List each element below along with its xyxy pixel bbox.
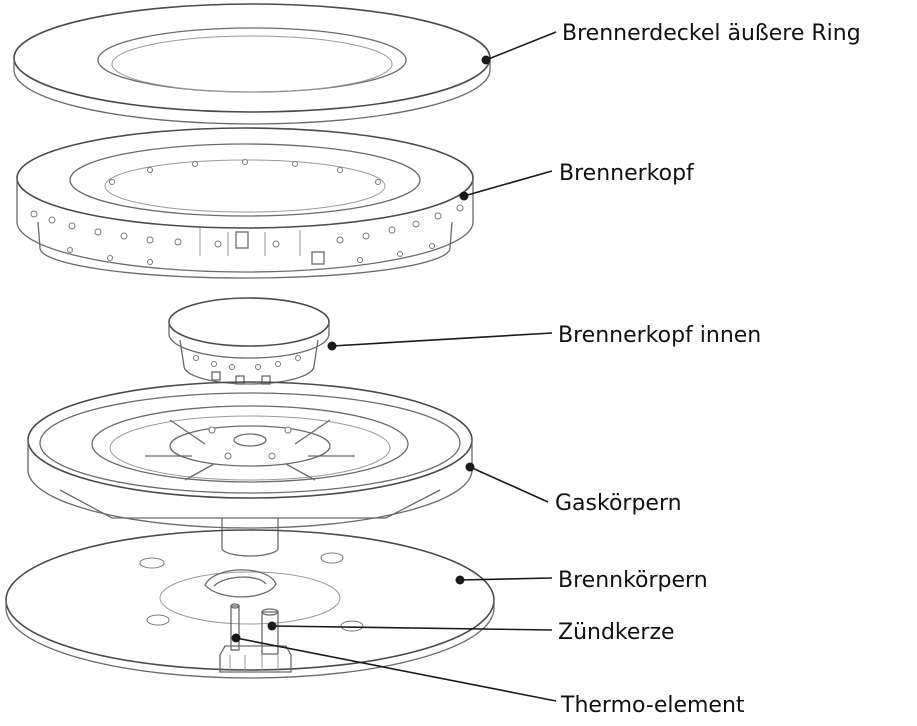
label-gas-body: Gaskörpern — [555, 491, 682, 516]
part-burner-body — [5, 529, 495, 679]
part-burner-head — [16, 127, 474, 279]
part-thermo-element — [219, 603, 292, 673]
label-outer-ring: Brennerdeckel äußere Ring — [562, 21, 861, 46]
part-outer-ring — [13, 3, 491, 125]
label-burner-head: Brennerkopf — [559, 161, 695, 186]
label-spark-plug: Zündkerze — [558, 620, 675, 645]
part-gas-body — [27, 381, 473, 557]
label-burner-head-inner: Brennerkopf innen — [558, 323, 761, 348]
label-thermo-element: Thermo-element — [560, 693, 745, 718]
label-burner-body: Brennkörpern — [558, 568, 708, 593]
part-burner-head-inner — [168, 297, 330, 385]
part-spark-plug — [261, 608, 279, 655]
leader-lines — [231, 31, 557, 702]
